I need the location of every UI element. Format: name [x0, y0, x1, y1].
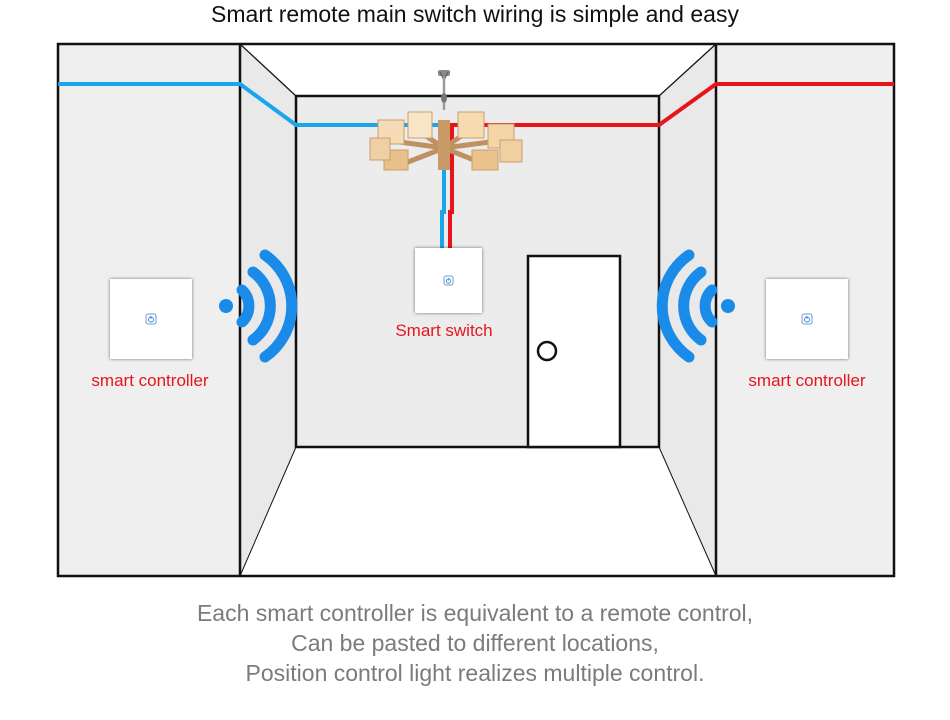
power-icon: [801, 313, 813, 325]
right-smart-controller[interactable]: [766, 279, 848, 359]
room-outline: [56, 42, 896, 578]
wifi-signal-icon-left: [219, 249, 298, 363]
caption-line: Each smart controller is equivalent to a…: [196, 600, 754, 626]
power-icon: [443, 275, 454, 286]
caption-line: Can be pasted to different locations,: [291, 630, 659, 656]
center-switch-label: Smart switch: [395, 321, 493, 340]
chandelier-icon: [369, 70, 523, 171]
left-smart-controller[interactable]: [110, 279, 192, 359]
door: [526, 254, 622, 449]
red-wire: [448, 82, 894, 248]
center-smart-switch[interactable]: [415, 248, 482, 313]
ceiling: [240, 44, 716, 96]
power-icon: [145, 313, 157, 325]
right-controller-label: smart controller: [748, 371, 866, 390]
wifi-signal-icon-right: [656, 249, 735, 363]
caption-line: Position control light realizes multiple…: [245, 660, 705, 686]
page-title: Smart remote main switch wiring is simpl…: [211, 1, 739, 27]
left-controller-label: smart controller: [91, 371, 209, 390]
caption: Each smart controller is equivalent to a…: [0, 598, 950, 688]
door-knob-icon: [536, 340, 558, 362]
